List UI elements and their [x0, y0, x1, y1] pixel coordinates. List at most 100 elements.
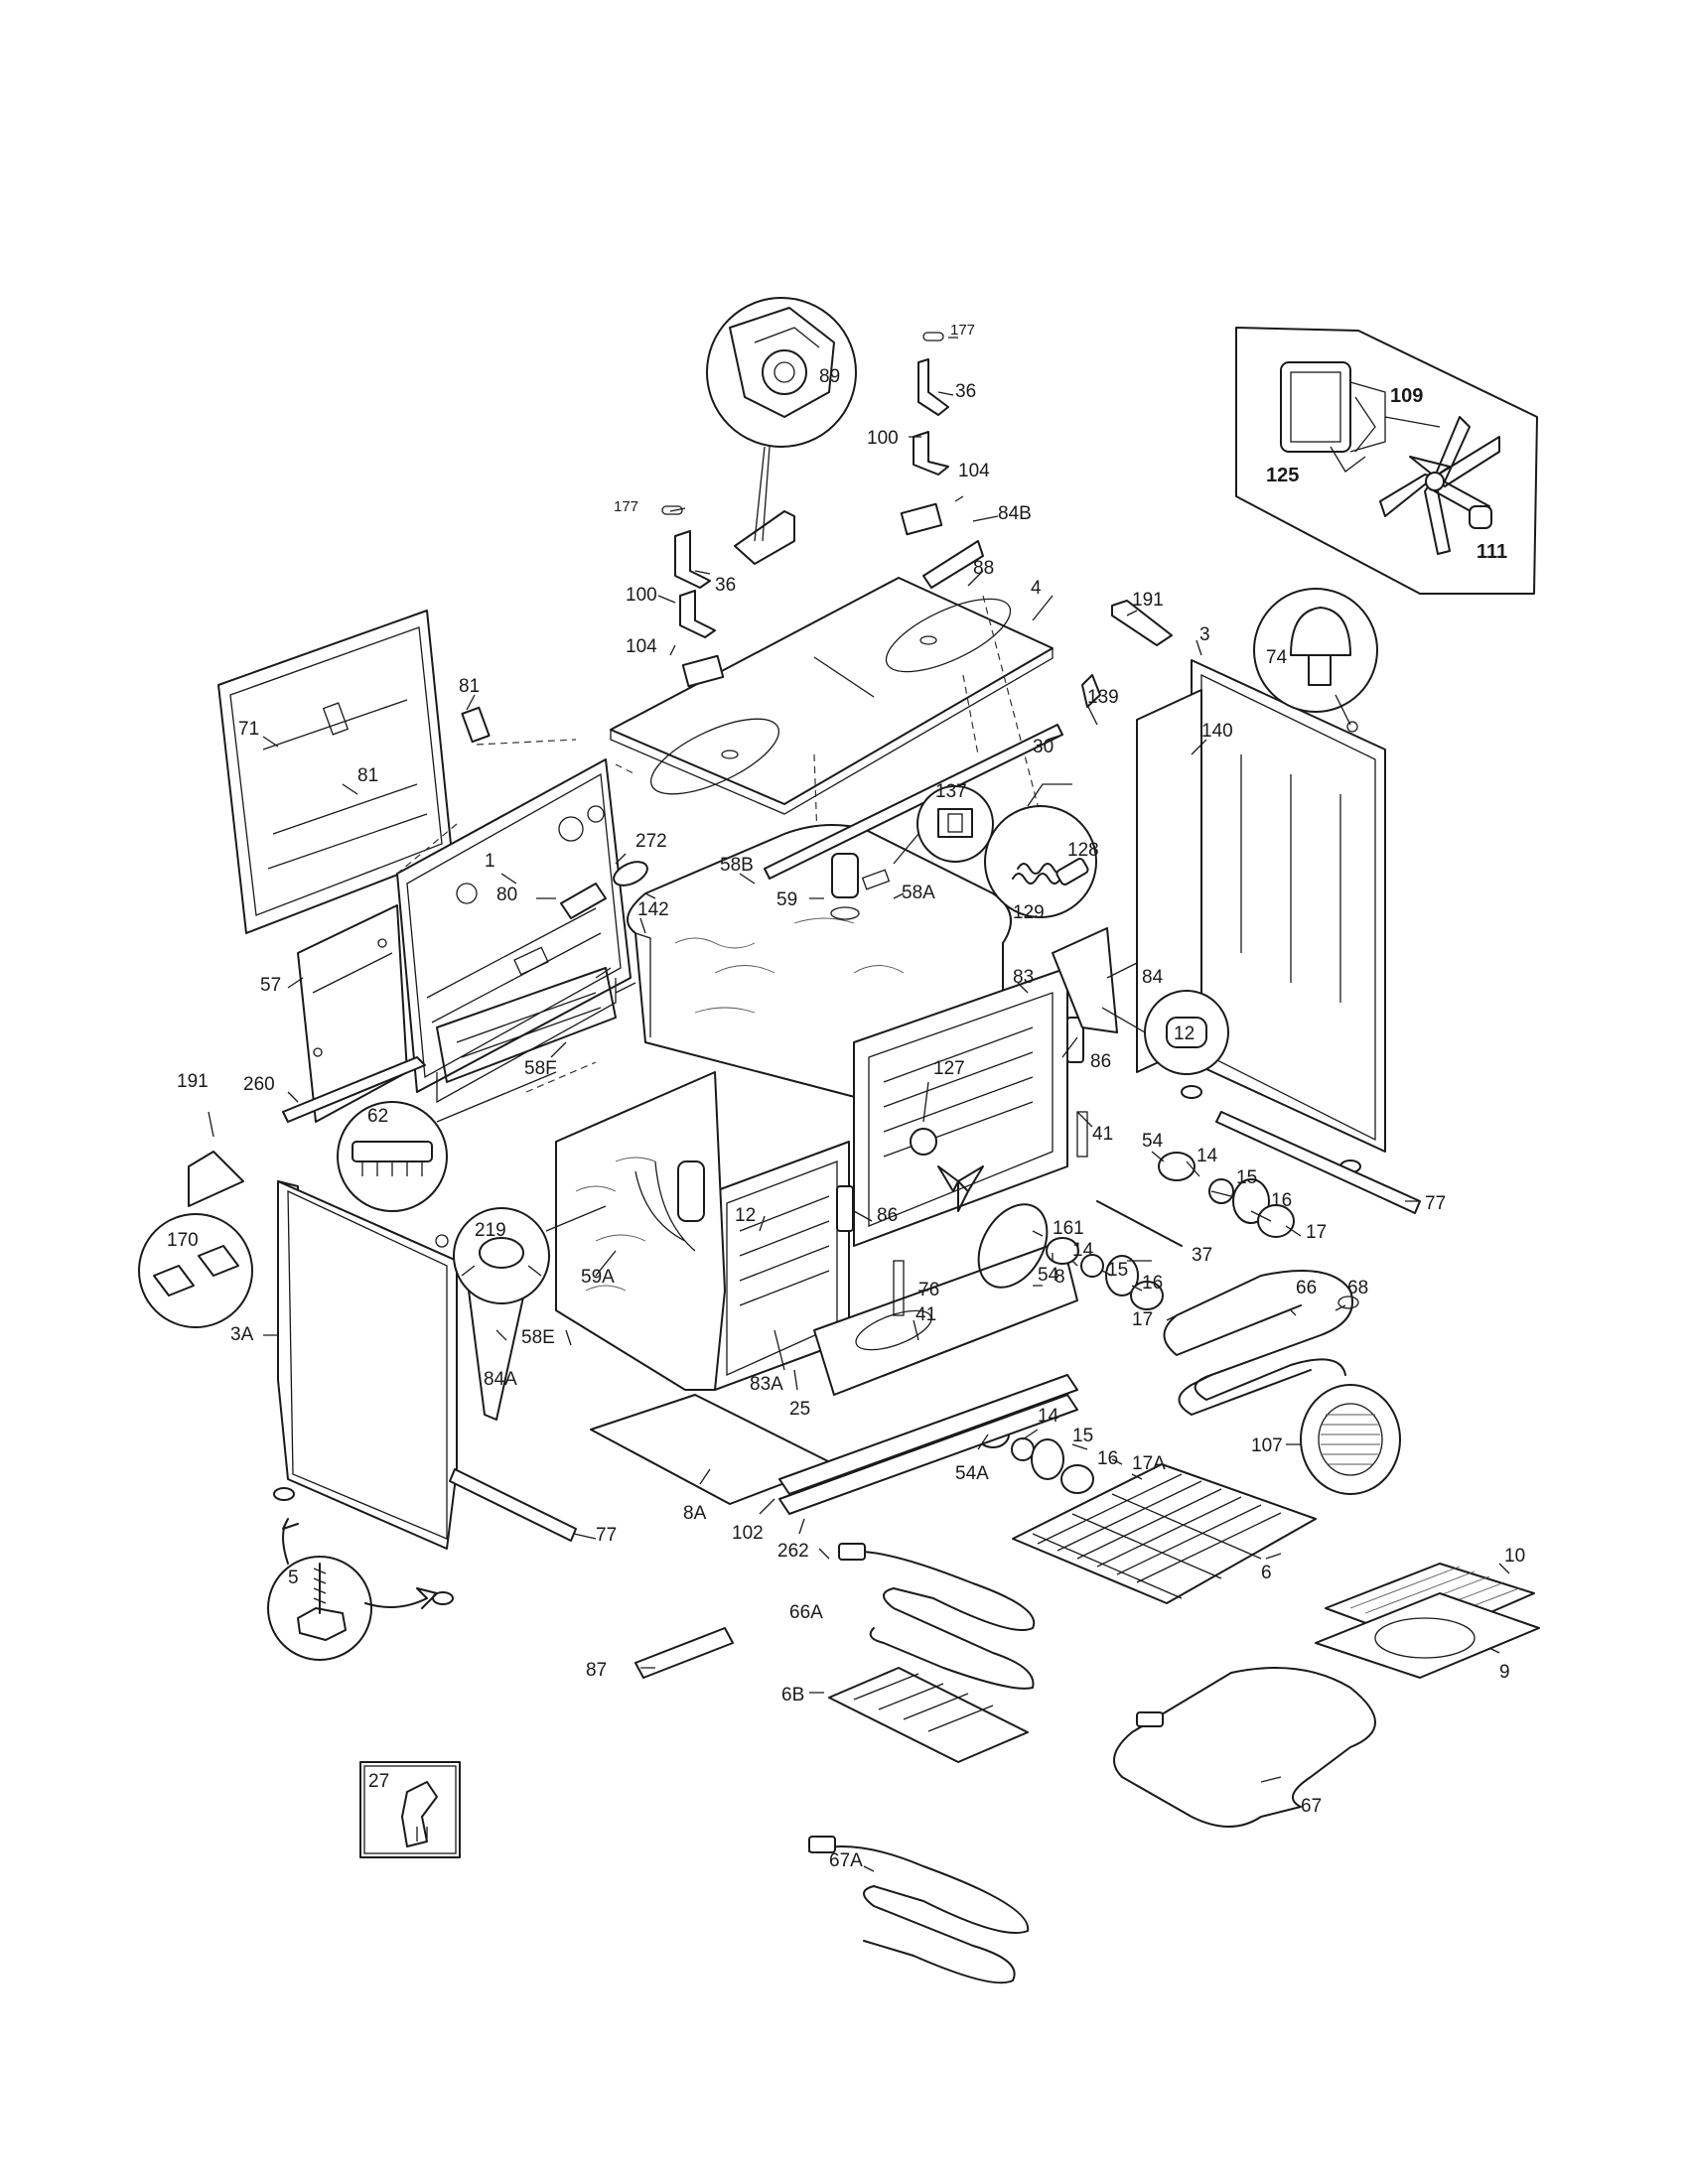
callout-15: 15 [1072, 1426, 1093, 1446]
rear-panel-1 [396, 758, 632, 1104]
callout-89: 89 [819, 366, 840, 387]
callout-15: 15 [1107, 1260, 1128, 1281]
callout-16: 16 [1142, 1273, 1163, 1294]
callout-81: 81 [357, 765, 378, 786]
callout-59: 59 [776, 889, 797, 910]
callout-83: 83 [1013, 967, 1034, 988]
rail-260 [282, 1056, 426, 1123]
callout-4: 4 [1031, 578, 1042, 599]
callout-219: 219 [475, 1220, 506, 1241]
callout-8: 8 [1055, 1267, 1065, 1288]
callout-109: 109 [1390, 385, 1423, 407]
clip-80 [560, 883, 607, 919]
callout-36: 36 [955, 381, 976, 402]
hinge-86-left [836, 1185, 854, 1232]
callout-66A: 66A [789, 1602, 823, 1623]
callout-10: 10 [1504, 1546, 1525, 1567]
callout-140: 140 [1201, 721, 1233, 742]
callout-67: 67 [1301, 1796, 1322, 1817]
bracket-191-left [188, 1151, 244, 1207]
callout-260: 260 [243, 1074, 275, 1095]
callout-9: 9 [1499, 1662, 1510, 1683]
callout-129: 129 [1013, 902, 1045, 923]
lamp-assembly-middle [1046, 1237, 1164, 1310]
callout-128: 128 [1067, 840, 1099, 861]
bake-element-66A [838, 1543, 1036, 1690]
callout-104: 104 [958, 461, 990, 481]
callout-17A: 17A [1132, 1453, 1166, 1474]
spacer-104-left [681, 654, 725, 688]
callout-84A: 84A [484, 1369, 517, 1390]
callout-74: 74 [1266, 647, 1288, 668]
callout-3: 3 [1199, 624, 1210, 645]
ring-68 [1337, 1296, 1359, 1309]
callout-41: 41 [1092, 1124, 1113, 1145]
callout-12: 12 [735, 1205, 756, 1226]
callout-104: 104 [626, 636, 657, 657]
callout-16: 16 [1271, 1190, 1292, 1211]
callout-80: 80 [496, 885, 517, 905]
callout-54: 54 [1142, 1131, 1164, 1152]
callout-67A: 67A [829, 1850, 863, 1871]
leveler-right-rear [1181, 1085, 1202, 1099]
callout-17: 17 [1132, 1309, 1153, 1330]
detail-170-pads [138, 1213, 253, 1328]
callout-57: 57 [260, 975, 281, 996]
spacer-104-right [900, 502, 943, 536]
fan-blade-109 [1379, 416, 1500, 555]
detail-219-thermostat [453, 1205, 607, 1304]
callout-14: 14 [1072, 1240, 1094, 1261]
trim-77-left [449, 1468, 577, 1542]
callout-77: 77 [596, 1525, 617, 1546]
oven-cavity [555, 824, 1078, 1396]
oven-rack-6 [1012, 1463, 1317, 1604]
callout-272: 272 [635, 831, 667, 852]
callout-6: 6 [1261, 1563, 1272, 1583]
callout-1: 1 [485, 851, 495, 872]
callout-111: 111 [1477, 541, 1507, 563]
callout-107: 107 [1251, 1435, 1283, 1456]
detail-62-terminal-block [337, 1071, 557, 1212]
fan-cover-107 [1300, 1384, 1401, 1495]
callout-58A: 58A [902, 883, 935, 903]
callout-81: 81 [459, 676, 480, 697]
broiler-pan-9 [1315, 1592, 1540, 1679]
convection-motor-inset: 109 125 111 [1235, 327, 1538, 595]
callout-58B: 58B [720, 855, 754, 876]
callout-41: 41 [915, 1304, 936, 1325]
callout-25: 25 [789, 1399, 810, 1420]
callout-170: 170 [167, 1230, 199, 1251]
bracket-87 [634, 1627, 734, 1679]
detail-137-thermal-switch [861, 785, 994, 890]
callout-58E: 58E [521, 1327, 555, 1348]
baffle-84 [1052, 927, 1118, 1033]
callout-62: 62 [367, 1106, 388, 1127]
callout-54: 54 [1038, 1265, 1059, 1286]
callout-58F: 58F [524, 1058, 557, 1079]
bake-element-67A [808, 1836, 1030, 1984]
callout-177: 177 [950, 322, 975, 339]
strip-41-left [893, 1260, 905, 1316]
strip-41-right [1076, 1111, 1088, 1158]
bracket-139 [1081, 674, 1101, 708]
callout-262: 262 [777, 1541, 809, 1562]
callout-83A: 83A [750, 1374, 783, 1395]
callout-59A: 59A [581, 1267, 615, 1288]
callout-127: 127 [933, 1058, 965, 1079]
detail-89-lock-motor [706, 297, 857, 542]
callout-161: 161 [1053, 1218, 1084, 1239]
callout-6B: 6B [781, 1685, 804, 1706]
callout-3A: 3A [230, 1324, 254, 1345]
callout-30: 30 [1033, 737, 1054, 757]
detail-5-leveling-leg [267, 1518, 438, 1661]
callout-139: 139 [1087, 687, 1119, 708]
callout-177: 177 [614, 498, 638, 515]
detail-12-lamp-socket [1101, 990, 1229, 1075]
trim-77-right [1215, 1111, 1421, 1214]
callout-100: 100 [626, 585, 657, 606]
callout-14: 14 [1196, 1146, 1218, 1166]
broil-element-66 [1163, 1270, 1353, 1416]
rack-6B [828, 1667, 1029, 1763]
cooktop-support-panel [610, 502, 1054, 815]
callout-100: 100 [867, 428, 899, 449]
